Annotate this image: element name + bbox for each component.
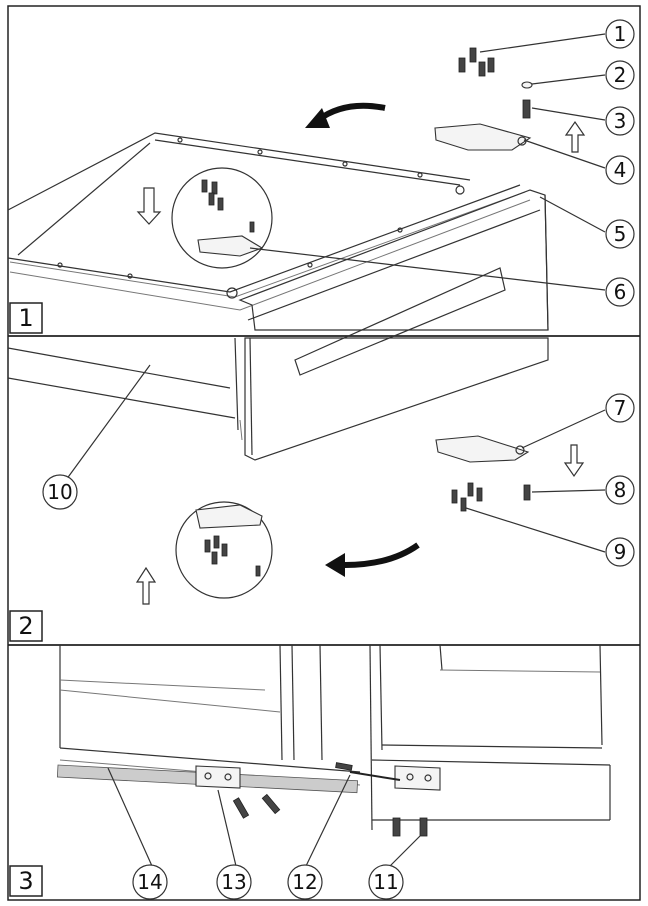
hinge-plate-left <box>195 765 241 789</box>
svg-text:6: 6 <box>614 280 627 304</box>
fridge-bottom <box>7 337 549 461</box>
detail-circle-2 <box>175 501 273 599</box>
svg-text:11: 11 <box>373 870 398 894</box>
step-number-3: 3 <box>18 867 33 895</box>
leaders-3 <box>107 767 421 867</box>
screws-11 <box>392 817 428 837</box>
up-arrow-2 <box>135 566 157 605</box>
svg-text:7: 7 <box>614 396 627 420</box>
step-number-1: 1 <box>18 304 33 332</box>
screws-13 <box>232 793 281 819</box>
callout-9: 9 <box>605 537 635 567</box>
leaders-2 <box>65 364 606 553</box>
down-arrow-1 <box>136 187 162 225</box>
callout-7: 7 <box>605 393 635 423</box>
svg-text:2: 2 <box>614 63 627 87</box>
step-number-2: 2 <box>18 612 33 640</box>
callout-14: 14 <box>132 864 168 900</box>
callout-11: 11 <box>368 864 404 900</box>
callout-4: 4 <box>605 155 635 185</box>
rotate-arrowhead-2 <box>325 553 345 577</box>
down-arrow-2 <box>563 444 585 478</box>
callout-3: 3 <box>605 106 635 136</box>
leaders-1 <box>249 33 606 291</box>
fridge-top <box>7 132 549 376</box>
rotate-arrowhead-1 <box>305 108 330 128</box>
panel-2: 2 <box>7 337 640 646</box>
callout-10: 10 <box>42 474 78 510</box>
svg-text:3: 3 <box>614 109 627 133</box>
detail-hinge <box>197 235 264 257</box>
callout-6: 6 <box>605 277 635 307</box>
detail-hinge-2 <box>195 504 263 529</box>
svg-text:10: 10 <box>47 480 72 504</box>
callout-8: 8 <box>605 475 635 505</box>
panel-3: 3 <box>9 644 611 900</box>
step-box-3 <box>9 865 43 897</box>
svg-text:4: 4 <box>614 158 627 182</box>
svg-text:1: 1 <box>614 22 627 46</box>
svg-text:12: 12 <box>292 870 317 894</box>
svg-text:13: 13 <box>221 870 246 894</box>
detail-circle-1 <box>171 167 273 269</box>
svg-text:8: 8 <box>614 478 627 502</box>
svg-text:9: 9 <box>614 540 627 564</box>
callout-2: 2 <box>605 60 635 90</box>
detail-screws <box>201 179 255 233</box>
svg-text:14: 14 <box>137 870 162 894</box>
callout-13: 13 <box>216 864 252 900</box>
rotate-arrow-1 <box>316 102 386 123</box>
svg-text:5: 5 <box>614 222 627 246</box>
diagram-frame <box>7 5 641 901</box>
exploded-parts-2 <box>435 435 585 512</box>
step-box-1 <box>9 302 43 334</box>
panel-1: 1 <box>7 19 640 376</box>
rotate-arrow-2 <box>344 542 420 568</box>
up-arrow-1 <box>564 120 586 153</box>
screw-12 <box>335 762 353 771</box>
callout-5: 5 <box>605 219 635 249</box>
door-right <box>369 644 611 831</box>
callout-12: 12 <box>287 864 323 900</box>
exploded-parts-1 <box>434 47 586 153</box>
callout-1: 1 <box>605 19 635 49</box>
hinge-plate-right <box>394 765 441 791</box>
step-box-2 <box>9 610 43 642</box>
